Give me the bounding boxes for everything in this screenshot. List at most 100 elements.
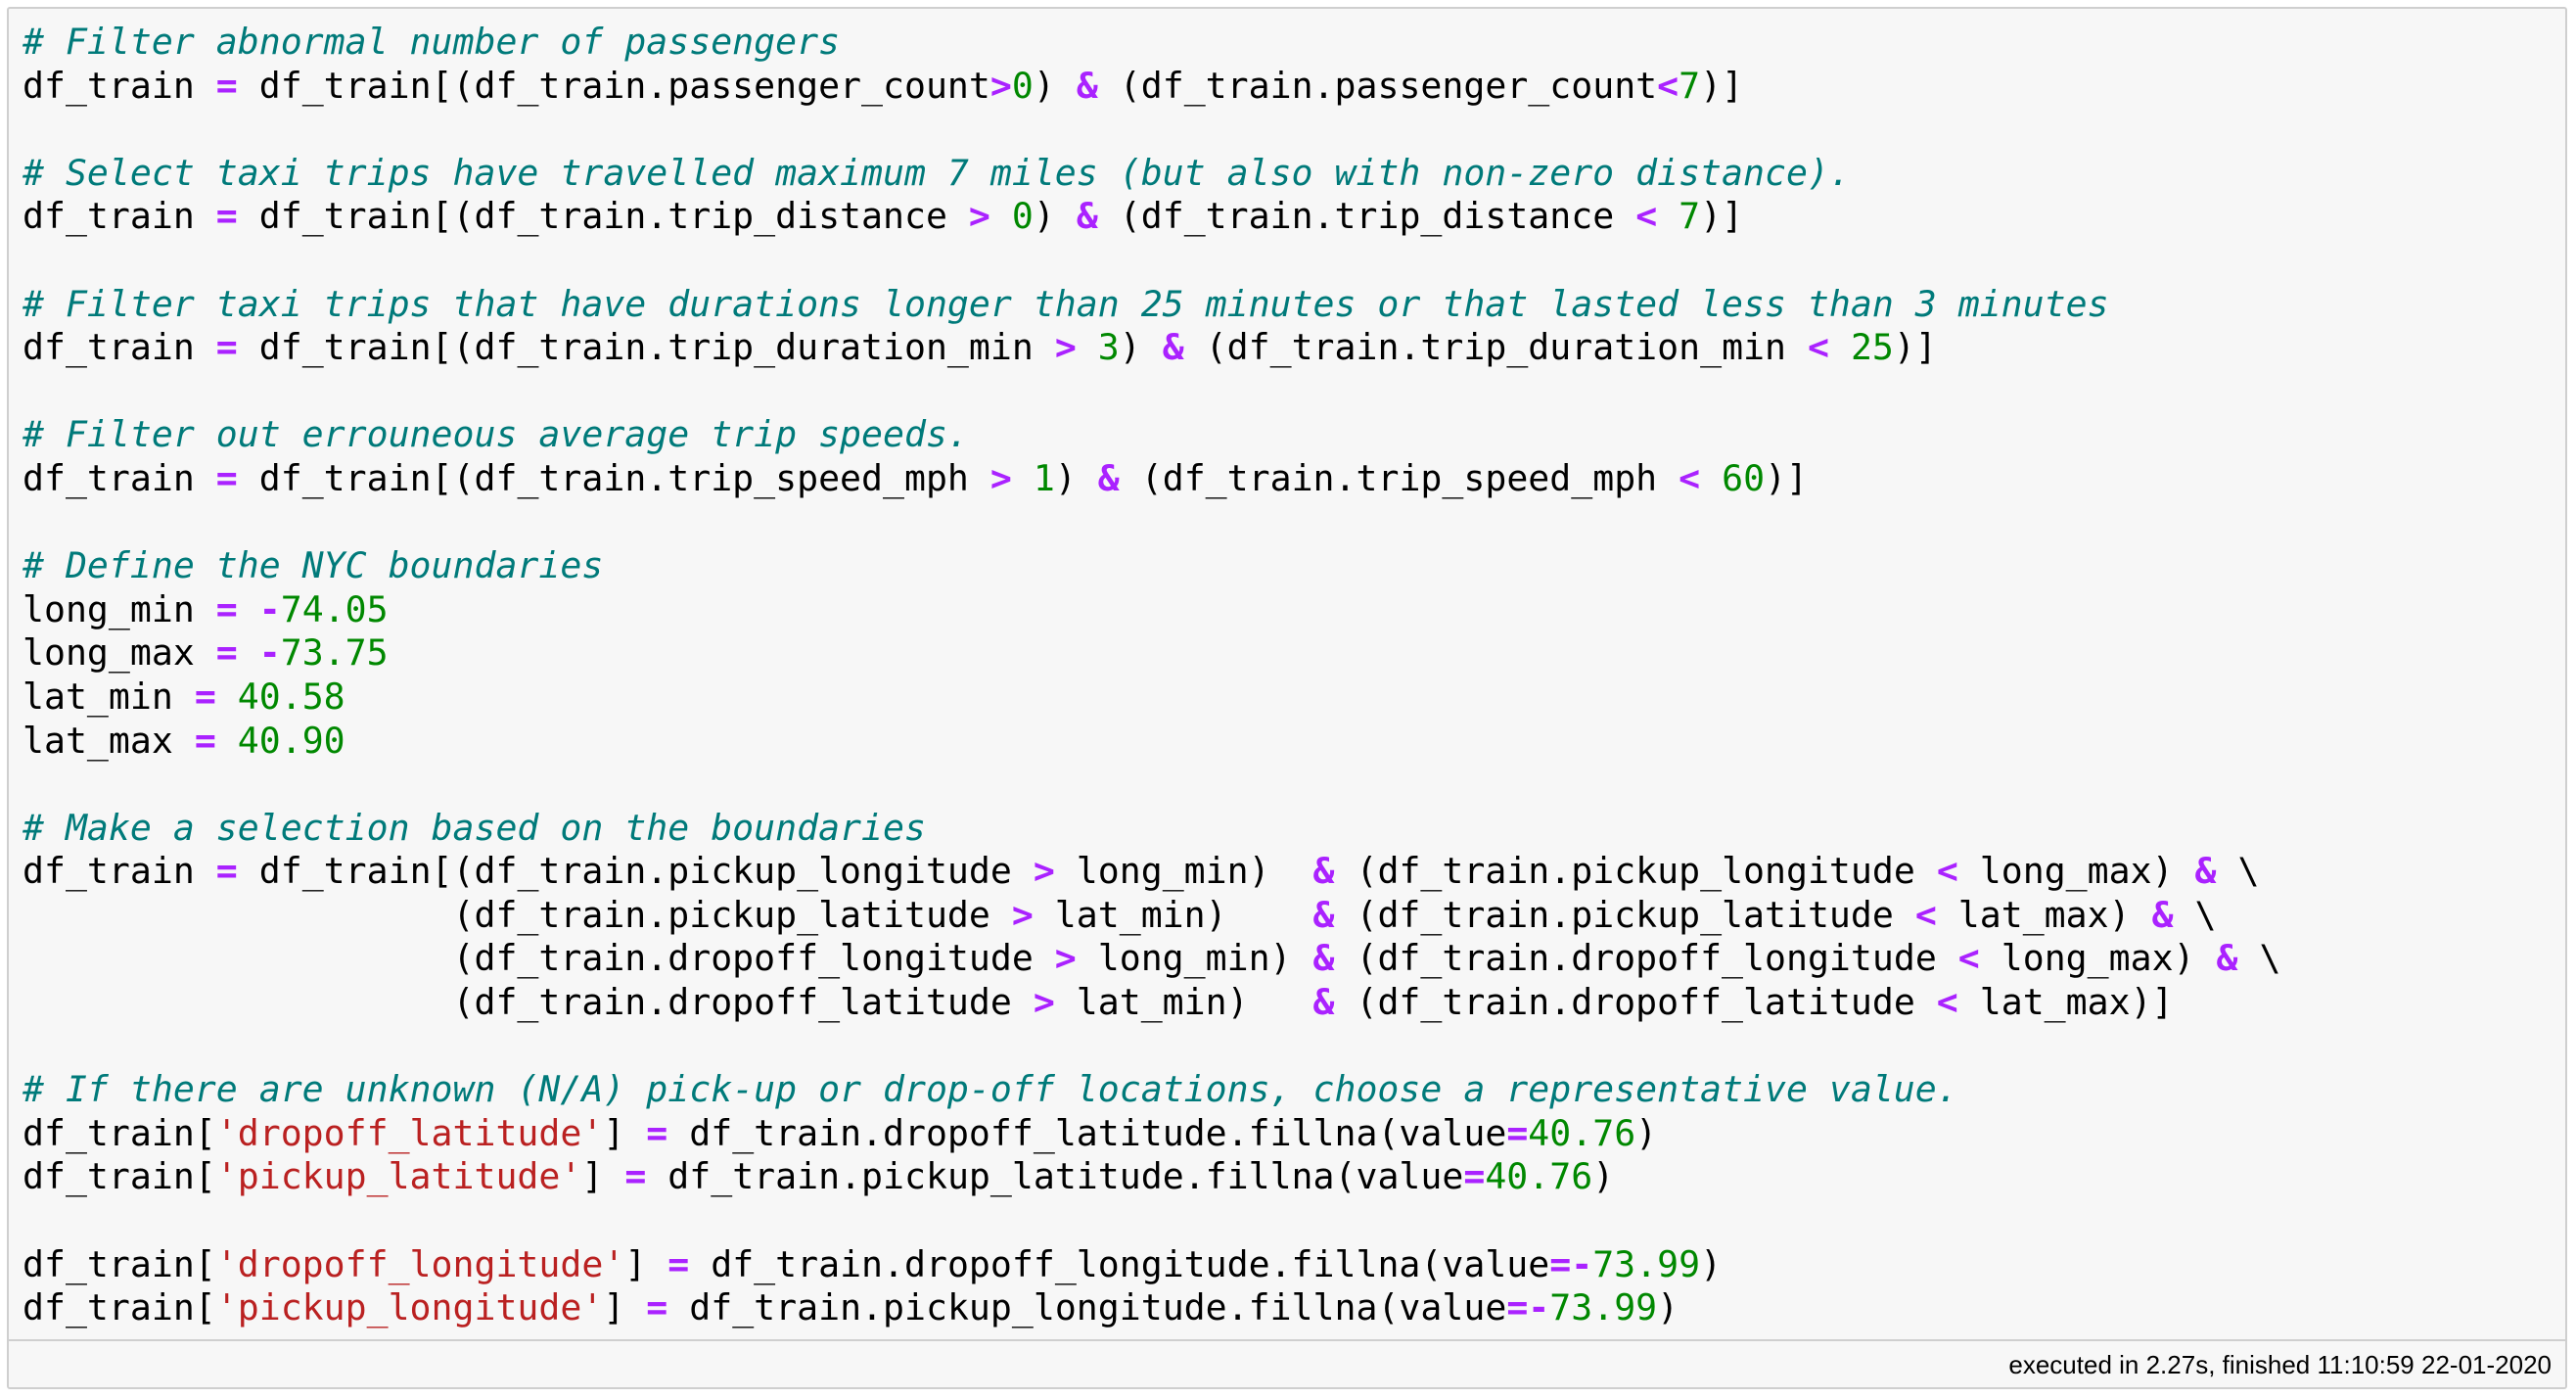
code-operator: >: [968, 195, 990, 238]
code-text: \: [2216, 850, 2260, 893]
code-text: ): [1657, 1286, 1679, 1329]
code-text: df_train[(df_train.trip_distance: [237, 195, 969, 238]
code-line: [23, 1025, 2552, 1069]
code-text: ]: [603, 1111, 647, 1154]
code-operator: <: [1807, 326, 1829, 369]
code-line: df_train['pickup_longitude'] = df_train.…: [23, 1286, 2552, 1330]
code-text: df_train[: [23, 1286, 216, 1329]
code-text: df_train: [23, 456, 216, 499]
code-number: 40.76: [1485, 1155, 1593, 1198]
code-operator: >: [989, 64, 1012, 107]
code-operator: =-: [1549, 1242, 1593, 1285]
code-text: lat_max)]: [1957, 981, 2174, 1024]
code-operator: =: [215, 850, 238, 893]
code-number: 73.75: [280, 631, 389, 675]
code-operator: =: [215, 195, 238, 238]
code-comment: # Select taxi trips have travelled maxim…: [23, 151, 1851, 194]
code-text: df_train[: [23, 1111, 216, 1154]
code-text: (df_train.pickup_longitude: [1334, 850, 1937, 893]
code-operator: >: [1011, 893, 1034, 936]
code-text: (df_train.trip_duration_min: [1183, 326, 1808, 369]
code-string: 'pickup_longitude': [215, 1286, 604, 1329]
code-operator: &: [2151, 893, 2174, 936]
code-operator: =: [646, 1111, 668, 1154]
code-text: df_train[(df_train.pickup_longitude: [237, 850, 1034, 893]
code-operator: -: [258, 587, 281, 630]
code-line: [23, 1199, 2552, 1243]
code-line: [23, 239, 2552, 283]
code-string: 'pickup_latitude': [215, 1155, 582, 1198]
code-operator: <: [1936, 981, 1958, 1024]
code-operator: &: [1162, 326, 1184, 369]
code-text: df_train[(df_train.passenger_count: [237, 64, 990, 107]
code-text: [238, 631, 259, 674]
code-line: (df_train.dropoff_longitude > long_min) …: [23, 937, 2552, 981]
code-text: df_train[: [23, 1242, 216, 1285]
code-string: 'dropoff_longitude': [215, 1242, 625, 1285]
code-text: [1829, 326, 1851, 368]
code-operator: &: [2216, 937, 2238, 980]
code-line: df_train = df_train[(df_train.passenger_…: [23, 65, 2552, 109]
code-operator: &: [1076, 195, 1098, 238]
code-text: df_train[(df_train.trip_speed_mph: [237, 456, 990, 499]
code-line: df_train['pickup_latitude'] = df_train.p…: [23, 1155, 2552, 1199]
code-operator: >: [1054, 937, 1077, 980]
code-text: df_train: [23, 850, 216, 893]
code-text: [1700, 457, 1722, 499]
code-text: df_train.pickup_longitude.fillna(value: [667, 1286, 1507, 1329]
code-text: [1077, 326, 1098, 368]
code-text: (df_train.pickup_latitude: [23, 893, 1012, 936]
code-line: df_train['dropoff_latitude'] = df_train.…: [23, 1112, 2552, 1156]
code-line: # Filter abnormal number of passengers: [23, 21, 2552, 65]
code-text: ]: [624, 1242, 668, 1285]
code-operator: =: [215, 64, 238, 107]
code-text: long_max): [1979, 937, 2217, 980]
code-text: [216, 720, 238, 762]
code-number: 60: [1722, 456, 1766, 499]
code-line: [23, 108, 2552, 152]
code-line: # If there are unknown (N/A) pick-up or …: [23, 1068, 2552, 1112]
code-text: (df_train.dropoff_longitude: [1334, 937, 1958, 980]
code-operator: =-: [1506, 1286, 1550, 1329]
code-number: 73.99: [1592, 1242, 1701, 1285]
code-text: df_train: [23, 326, 216, 369]
code-text: df_train[(df_train.trip_duration_min: [237, 326, 1055, 369]
code-text: ): [1635, 1111, 1658, 1154]
code-line: long_max = -73.75: [23, 631, 2552, 676]
execution-time-label: executed in 2.27s, finished 11:10:59 22-…: [2008, 1350, 2552, 1379]
code-text: [238, 588, 259, 630]
code-operator: =: [624, 1155, 647, 1198]
code-operator: &: [1097, 456, 1120, 499]
code-text: (df_train.pickup_latitude: [1334, 893, 1915, 936]
code-comment: # If there are unknown (N/A) pick-up or …: [23, 1068, 1958, 1111]
code-line: # Filter out errouneous average trip spe…: [23, 413, 2552, 457]
code-operator: =: [646, 1286, 668, 1329]
code-operator: &: [1076, 64, 1098, 107]
code-line: df_train['dropoff_longitude'] = df_train…: [23, 1243, 2552, 1287]
code-operator: <: [1635, 195, 1658, 238]
code-operator: >: [1054, 326, 1077, 369]
code-line: df_train = df_train[(df_train.trip_durat…: [23, 326, 2552, 370]
code-string: 'dropoff_latitude': [215, 1111, 604, 1154]
code-number: 40.58: [237, 675, 345, 718]
code-operator: =: [1463, 1155, 1486, 1198]
code-line: [23, 370, 2552, 414]
code-text: long_max: [23, 631, 216, 675]
code-operator: =: [194, 719, 216, 762]
code-text: (df_train.dropoff_latitude: [23, 981, 1034, 1024]
code-text: ): [1054, 456, 1098, 499]
code-operator: -: [258, 631, 281, 675]
code-operator: =: [1506, 1111, 1529, 1154]
code-operator: <: [1914, 893, 1937, 936]
code-operator: =: [667, 1242, 690, 1285]
code-text: df_train: [23, 64, 216, 107]
code-operator: &: [1312, 981, 1335, 1024]
code-text: ]: [603, 1286, 647, 1329]
code-text: (df_train.trip_speed_mph: [1119, 456, 1679, 499]
code-line: df_train = df_train[(df_train.trip_dista…: [23, 195, 2552, 239]
code-operator: <: [1679, 456, 1701, 499]
code-text: lat_min: [23, 675, 195, 718]
code-line: df_train = df_train[(df_train.pickup_lon…: [23, 850, 2552, 894]
